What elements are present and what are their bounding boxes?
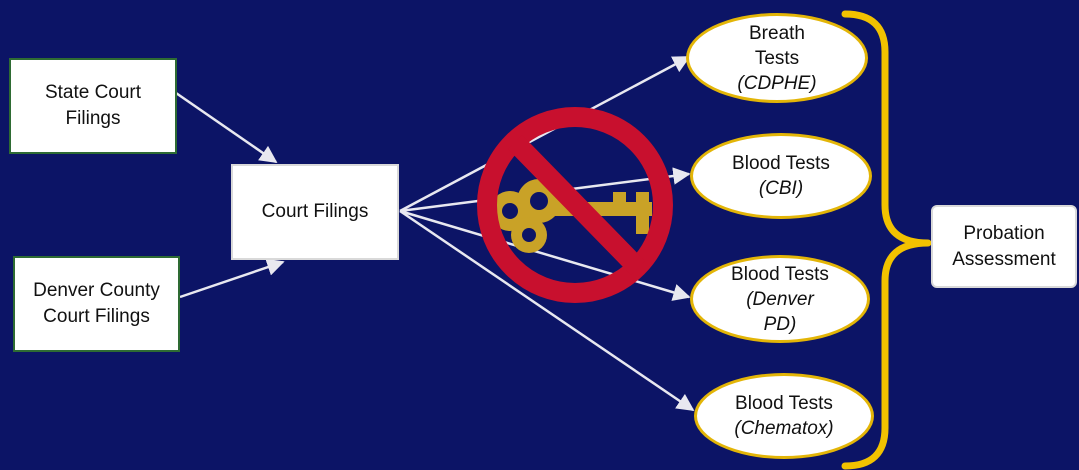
court-filings-hub-label: Court Filings bbox=[261, 201, 369, 222]
arrow-hub-to-chematox bbox=[399, 209, 695, 412]
arrow-state-to-hub bbox=[175, 91, 278, 164]
probation-assessment-line1: Probation bbox=[963, 222, 1045, 244]
prohibition-slash bbox=[507, 135, 646, 275]
blood-tests-cbi-oval: Blood Tests (CBI) bbox=[690, 133, 872, 219]
breath-tests-oval: Breath Tests (CDPHE) bbox=[686, 13, 868, 103]
arrow-hub-to-denver-pd bbox=[399, 209, 691, 301]
probation-assessment-box: Probation Assessment bbox=[931, 205, 1077, 288]
blood-tests-chematox-source: (Chematox) bbox=[734, 418, 834, 439]
blood-tests-cbi-source: (CBI) bbox=[758, 178, 804, 199]
state-court-filings-line2: Filings bbox=[65, 108, 121, 129]
blood-tests-chematox-oval: Blood Tests (Chematox) bbox=[694, 373, 874, 459]
blood-tests-chematox-label: Blood Tests bbox=[735, 393, 833, 414]
court-filings-hub-box: Court Filings bbox=[231, 164, 399, 260]
blood-tests-denver-pd-oval: Blood Tests (Denver PD) bbox=[690, 255, 870, 343]
breath-tests-line2: Tests bbox=[754, 47, 800, 69]
blood-tests-denver-pd-source-line2: PD) bbox=[763, 313, 797, 335]
no-key-icon bbox=[477, 107, 673, 303]
probation-assessment-line2: Assessment bbox=[952, 248, 1056, 270]
prohibition-ring bbox=[477, 107, 673, 303]
blood-tests-denver-pd-source-line1: (Denver bbox=[746, 288, 814, 310]
arrow-denver-to-hub bbox=[179, 258, 285, 299]
denver-county-filings-line1: Denver County bbox=[33, 280, 160, 301]
state-court-filings-box: State Court Filings bbox=[9, 58, 177, 154]
blood-tests-denver-pd-label: Blood Tests bbox=[731, 263, 829, 285]
denver-county-court-filings-box: Denver County Court Filings bbox=[13, 256, 180, 352]
curly-brace-icon bbox=[841, 10, 932, 470]
breath-tests-line1: Breath bbox=[749, 22, 805, 44]
state-court-filings-line1: State Court bbox=[44, 82, 142, 103]
denver-county-filings-line2: Court Filings bbox=[43, 306, 150, 327]
arrow-hub-to-breath bbox=[399, 55, 691, 213]
breath-tests-source: (CDPHE) bbox=[737, 72, 817, 94]
blood-tests-cbi-label: Blood Tests bbox=[732, 153, 830, 174]
